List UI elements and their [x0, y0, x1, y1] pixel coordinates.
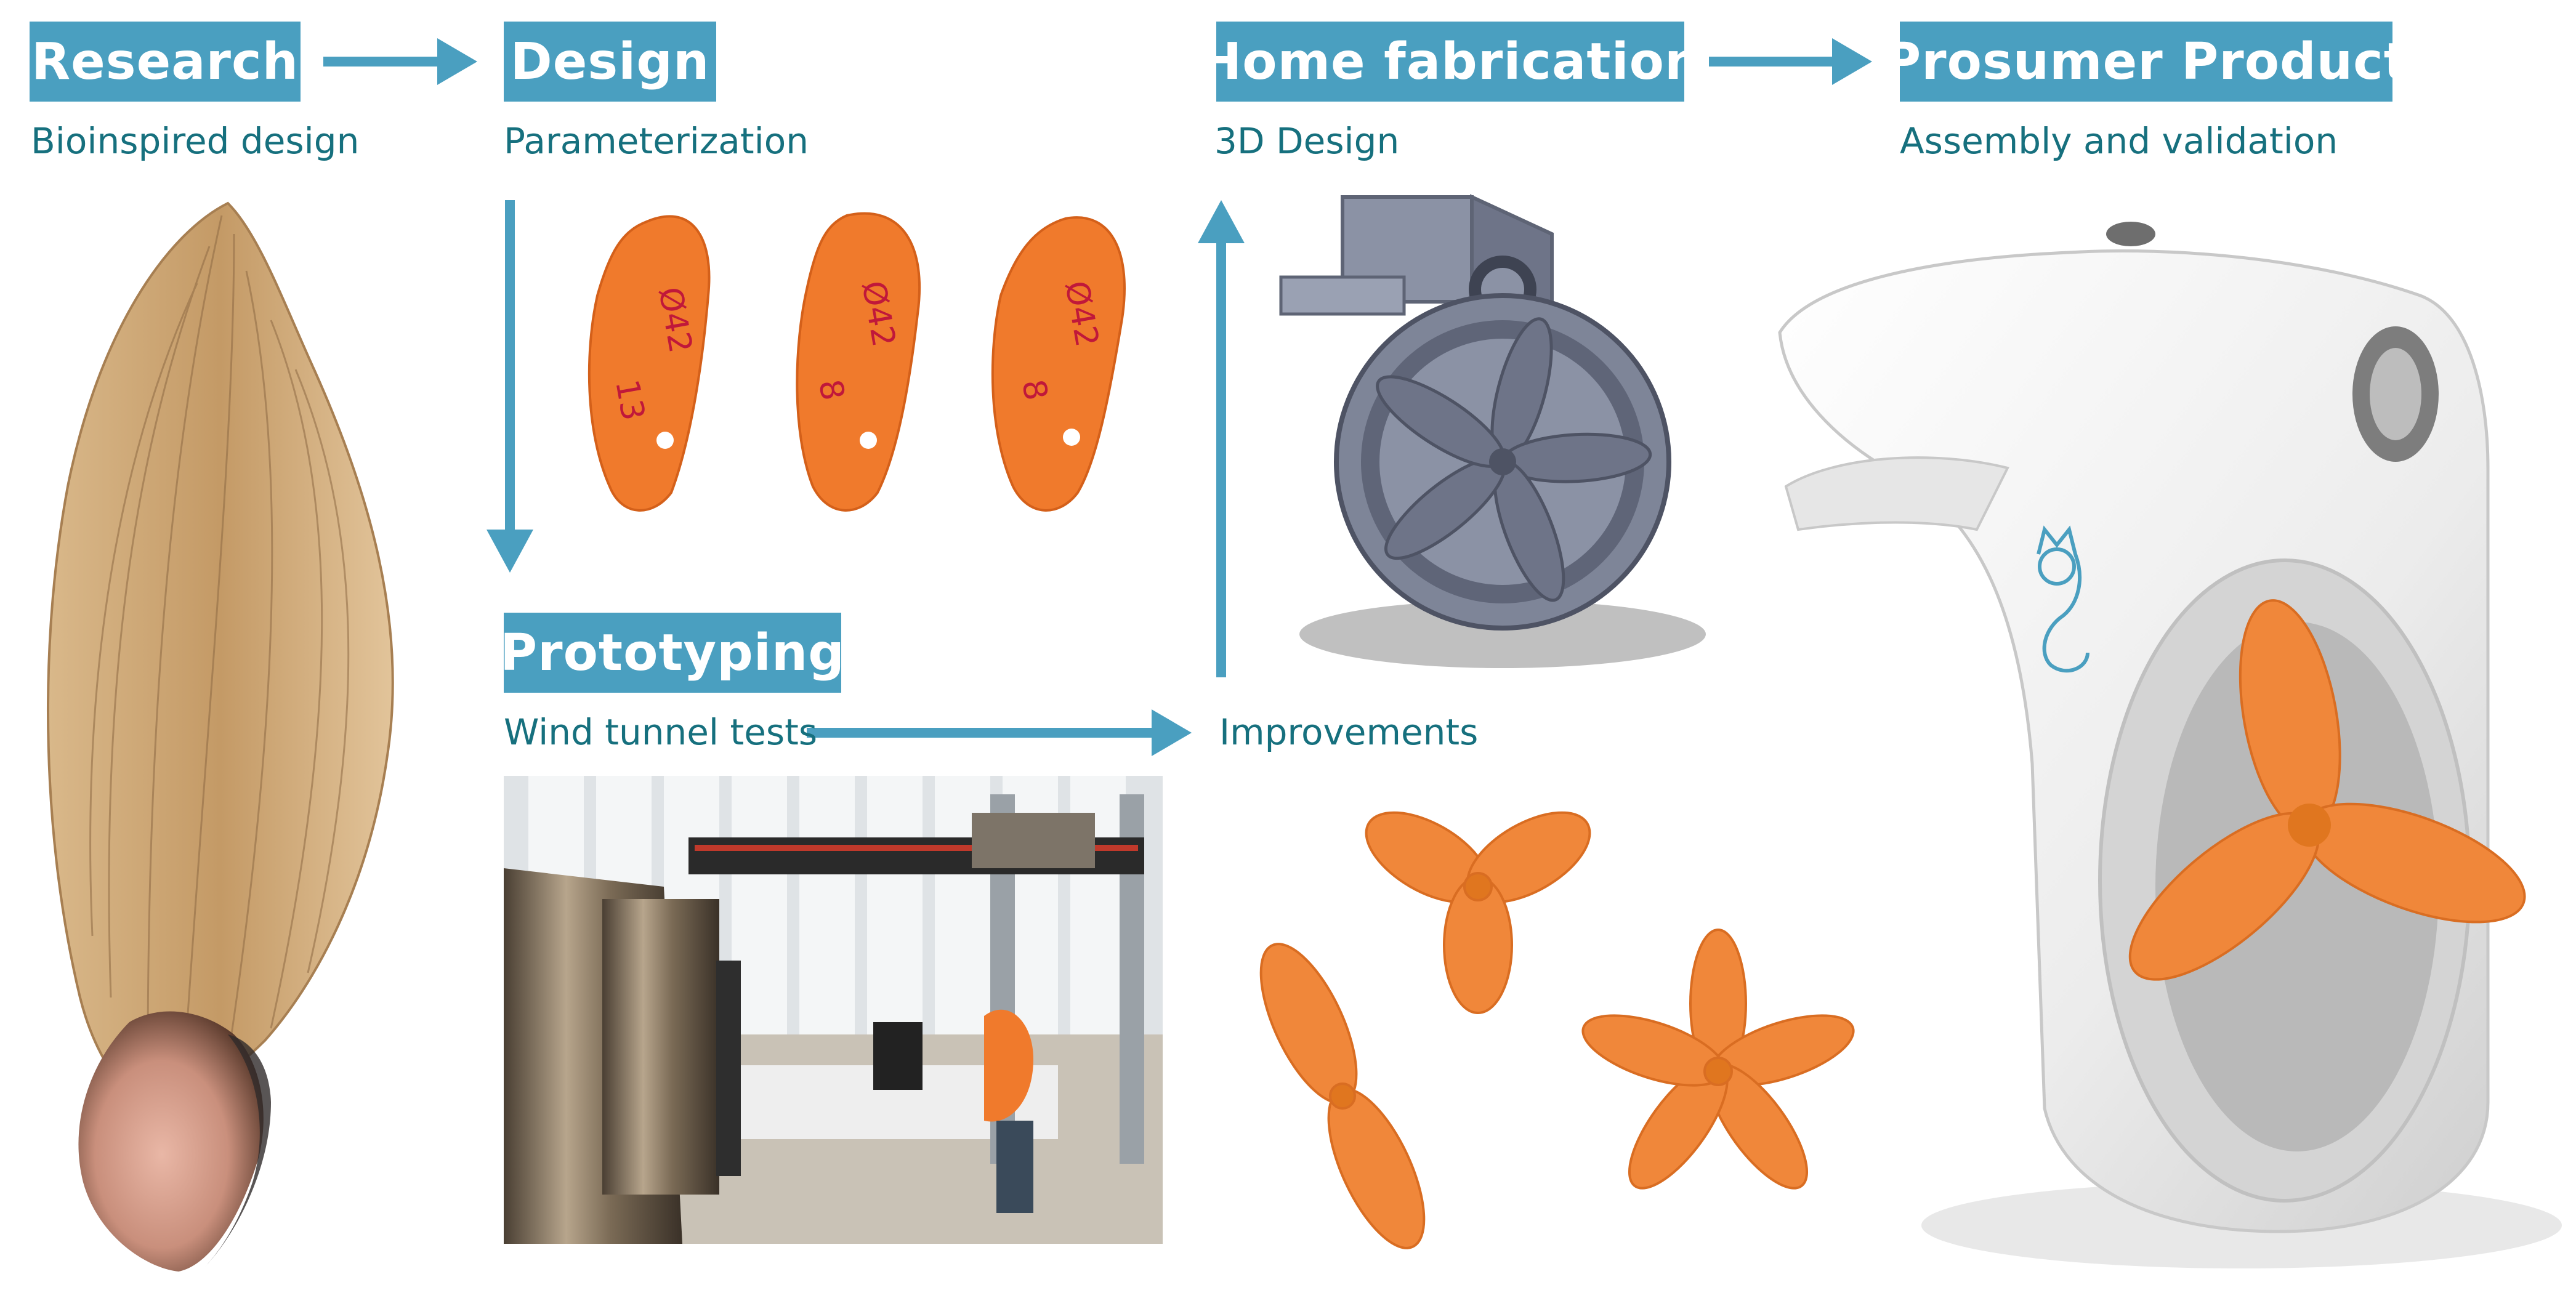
five-blade-propeller	[1581, 929, 1855, 1190]
stage-design-caption: Parameterization	[504, 120, 809, 162]
stage-improvements-caption: Improvements	[1219, 711, 1479, 753]
blade-sample: Ø42 8	[796, 212, 921, 512]
samara-seed-image	[46, 201, 394, 1272]
stage-design-title: Design	[504, 22, 716, 102]
stage-research-caption: Bioinspired design	[31, 120, 360, 162]
cat-logo-icon	[2037, 525, 2089, 673]
stage-research-title: Research	[30, 22, 301, 102]
stage-prosumer-product-title: Prosumer Product	[1884, 22, 2408, 102]
blade-samples-image: Ø42 13 Ø42 8 Ø42 8	[587, 212, 1126, 512]
stage-prototyping-title: Prototyping	[500, 613, 844, 693]
three-blade-propeller	[1365, 811, 1591, 1014]
stage-prototyping-caption: Wind tunnel tests	[504, 711, 818, 753]
propellers-image	[1259, 811, 1855, 1249]
arrow-down-icon	[487, 200, 533, 573]
blade-marking-bottom: 13	[608, 377, 652, 424]
wind-tunnel-photo	[504, 776, 1163, 1244]
arrow-up-icon	[1198, 200, 1245, 677]
stage-home-fabrication-title: Home fabrication	[1200, 22, 1700, 102]
arrow-right-icon	[323, 38, 477, 85]
stage-prosumer-product-caption: Assembly and validation	[1900, 120, 2338, 162]
arrow-right-icon	[1709, 38, 1872, 85]
arrow-right-icon	[807, 709, 1192, 756]
blade-sample: Ø42 8	[991, 216, 1126, 512]
stage-home-fabrication-caption: 3D Design	[1214, 120, 1400, 162]
blade-sample: Ø42 13	[587, 215, 711, 512]
cad-model-image	[1279, 194, 1706, 668]
two-blade-propeller	[1259, 943, 1426, 1249]
prosumer-product-image	[1778, 222, 2562, 1268]
